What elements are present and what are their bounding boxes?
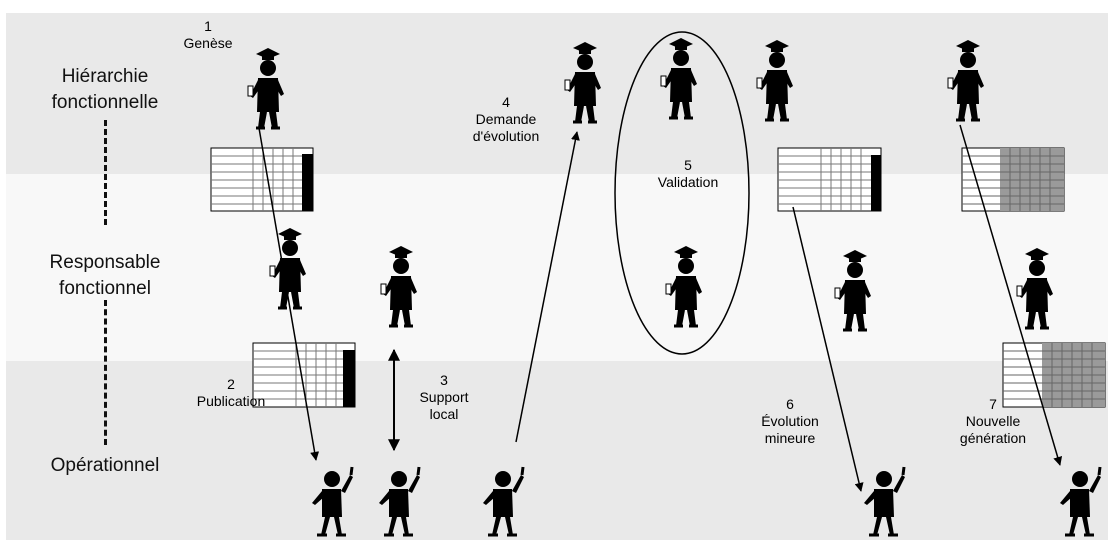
- step-7-number: 7: [989, 396, 997, 412]
- step-2-label: Publication: [196, 393, 266, 409]
- step-7-label: Nouvelle génération: [959, 413, 1027, 446]
- step-6: 6 Évolution mineure: [750, 396, 830, 447]
- row-label-hierarchy: Hiérarchie fonctionnelle: [51, 66, 159, 113]
- responsible-figure-nouvelle: [1015, 246, 1055, 330]
- manager-figure-validation-top: [659, 36, 699, 120]
- band-hierarchy: [6, 13, 1108, 174]
- document-icon-4: [961, 147, 1065, 212]
- responsible-figure-2: [379, 244, 419, 328]
- step-5: 5 Validation: [658, 157, 718, 191]
- step-4: 4 Demande d'évolution: [461, 94, 551, 145]
- operator-figure-2: [377, 465, 422, 537]
- step-4-number: 4: [502, 94, 510, 110]
- step-2: 2 Publication: [197, 376, 266, 410]
- step-5-number: 5: [684, 157, 692, 173]
- manager-figure-nouvelle: [946, 38, 986, 122]
- step-2-number: 2: [227, 376, 235, 392]
- document-icon-2: [252, 342, 356, 408]
- row-label-responsible: Responsable fonctionnel: [49, 252, 161, 299]
- step-1: 1 Genèse: [183, 18, 232, 52]
- step-3-label: Support local: [419, 389, 469, 422]
- step-3-number: 3: [440, 372, 448, 388]
- step-5-label: Validation: [657, 174, 719, 190]
- band-responsible: [6, 174, 1108, 361]
- responsible-figure-evolution: [833, 248, 873, 332]
- step-4-label: Demande d'évolution: [472, 111, 540, 144]
- manager-figure-genese: [246, 46, 286, 130]
- validation-ellipse: [614, 31, 750, 355]
- step-3: 3 Support local: [408, 372, 480, 423]
- divider-dashed-bottom: [104, 300, 107, 445]
- responsible-figure-validation: [664, 244, 704, 328]
- divider-dashed-top: [104, 120, 107, 225]
- manager-figure-demande: [563, 40, 603, 124]
- document-icon-5: [1002, 342, 1106, 408]
- step-7: 7 Nouvelle génération: [948, 396, 1038, 447]
- document-icon-3: [777, 147, 882, 212]
- operator-figure-4: [862, 465, 907, 537]
- step-6-label: Évolution mineure: [761, 413, 819, 446]
- manager-figure-evolution: [755, 38, 795, 122]
- arrow-demande: [515, 131, 580, 443]
- step-1-label: Genèse: [183, 35, 233, 51]
- document-icon-1: [210, 147, 314, 212]
- arrow-nouvelle-generation: [959, 124, 1063, 466]
- operator-figure-5: [1058, 465, 1103, 537]
- responsible-figure-1: [268, 226, 308, 310]
- step-1-number: 1: [204, 18, 212, 34]
- operator-figure-1: [310, 465, 355, 537]
- band-operational: [6, 361, 1108, 540]
- arrow-evolution-mineure: [792, 206, 864, 492]
- row-label-operational: Opérationnel: [50, 455, 160, 476]
- step-6-number: 6: [786, 396, 794, 412]
- operator-figure-3: [481, 465, 526, 537]
